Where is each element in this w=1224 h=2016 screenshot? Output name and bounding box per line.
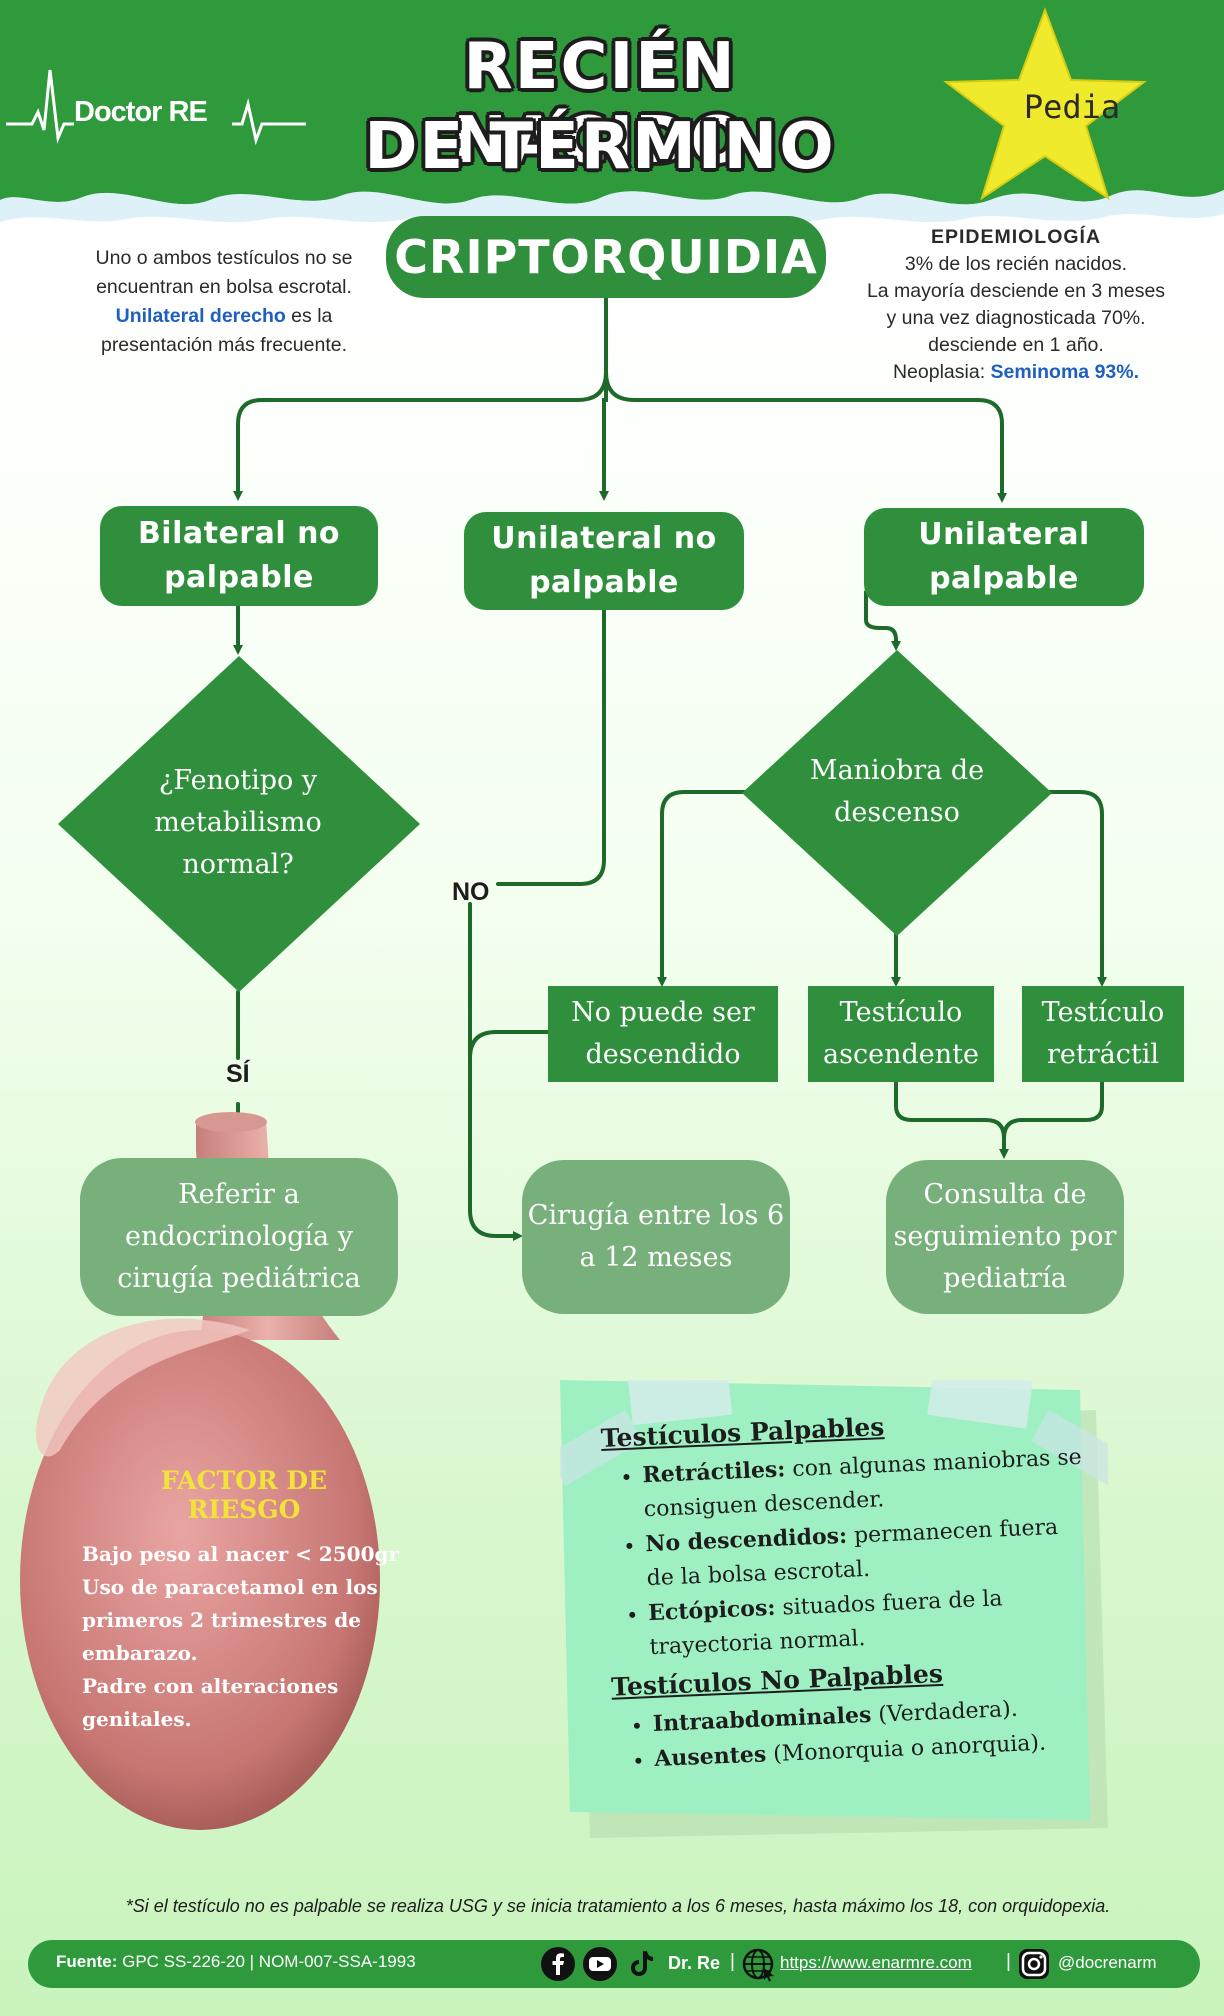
page-title-line2: DE TÉRMINO [364,110,836,184]
risk-line: primeros 2 trimestres de [82,1608,361,1632]
result-referral: Referir a endocrinología y cirugía pediátr… [80,1158,398,1316]
node-line: ¿Fenotipo y [158,765,318,796]
node-line: retráctil [1047,1039,1159,1070]
option-cannot-descend: No puede ser descendido [548,986,778,1082]
term: Ausentes [653,1741,767,1773]
result-surgery: Cirugía entre los 6 a 12 meses [522,1160,790,1314]
risk-line: Uso de paracetamol en los [82,1575,378,1599]
youtube-icon[interactable] [582,1946,618,1982]
node-line: pediatría [943,1263,1067,1294]
social-handle[interactable]: @docrenarm [1058,1953,1157,1972]
node-line: cirugía pediátrica [117,1263,361,1294]
risk-factors-list: Bajo peso al nacer < 2500gr Uso de parac… [82,1538,402,1736]
decision-diamond-phenotype [58,656,420,992]
source-citation: Fuente: GPC SS-226-20 | NOM-007-SSA-1993 [56,1952,416,1972]
node-line: palpable [164,560,314,595]
page-title-line1: RECIÉN NACIDO [453,30,747,178]
risk-line: genitales. [82,1707,192,1731]
result-follow-up: Consulta de seguimiento por pediatría [886,1160,1124,1314]
term: Intraabdominales [652,1701,872,1738]
epidemiology-line: 3% de los recién nacidos. [904,253,1128,275]
node-line: ascendente [823,1039,979,1070]
epidemiology-title: EPIDEMIOLOGÍA [930,226,1102,248]
node-line: Consulta de [923,1179,1087,1210]
website-link[interactable]: https://www.enarmre.com [780,1953,972,1972]
source-value: GPC SS-226-20 | NOM-007-SSA-1993 [117,1952,416,1971]
footer-separator: | [730,1951,735,1972]
definition-line: presentación más frecuente. [100,334,348,356]
epidemiology-box: EPIDEMIOLOGÍA 3% de los recién nacidos. … [846,224,1186,386]
note-content: Testículos Palpables Retráctiles: con al… [600,1398,1095,1779]
node-line: Maniobra de [809,755,985,786]
node-line: normal? [182,849,294,880]
node-line: Referir a [178,1179,300,1210]
term: Retráctiles: [641,1456,786,1489]
main-topic-node: CRIPTORQUIDIA [386,216,826,298]
node-line: Testículo [839,997,963,1028]
definition-highlight: Unilateral derecho [115,305,286,327]
option-ascending-testicle: Testículo ascendente [808,986,994,1082]
node-line: seguimiento por [893,1221,1117,1252]
node-line: Cirugía entre los 6 [527,1200,785,1231]
definition-text: Uno o ambos testículos no se encuentran … [64,244,384,360]
category-bilateral-no-palpable: Bilateral no palpable [100,506,378,606]
facebook-icon[interactable] [540,1946,576,1982]
brand-name: Dr. Re [668,1953,721,1973]
risk-factors-title: FACTOR DE RIESGO [160,1466,328,1524]
source-label: Fuente: [56,1952,118,1971]
decision-text-phenotype: ¿Fenotipo y metabilismo normal? [98,760,378,886]
risk-line: Bajo peso al nacer < 2500gr [82,1542,400,1566]
definition-line: Uno o ambos testículos no se [95,247,353,269]
epidemiology-line: desciende en 1 año. [928,334,1104,356]
node-line: No puede ser [571,997,755,1028]
node-line: Unilateral no [491,521,717,556]
palpable-list: Retráctiles: con algunas maniobras se co… [602,1440,1090,1667]
decision-diamond-maneuver [742,650,1052,936]
term: Ectópicos: [647,1594,776,1627]
node-line: endocrinología y [125,1221,353,1252]
node-line: Testículo [1041,997,1165,1028]
risk-line: embarazo. [82,1641,198,1665]
node-line: descenso [834,797,960,828]
edge-label-si: SÍ [226,1060,250,1088]
definition-line: encuentran en bolsa escrotal. [96,276,352,298]
heartbeat-logo-icon [6,69,306,146]
sticky-note [560,1380,1108,1838]
term: No descendidos: [644,1522,848,1558]
instagram-icon[interactable] [1016,1946,1052,1982]
globe-icon [742,1948,774,1982]
edge-label-no: NO [452,878,490,906]
node-line: palpable [929,561,1079,596]
category-unilateral-no-palpable: Unilateral no palpable [464,512,744,610]
epidemiology-line: y una vez diagnosticada 70%. [886,307,1146,329]
definition-line: es la [285,305,333,327]
node-line: descendido [585,1039,741,1070]
star-badge-icon [943,7,1147,201]
logo-text: Doctor RE [74,96,208,128]
footnote: *Si el testículo no es palpable se reali… [125,1896,1111,1916]
category-unilateral-palpable: Unilateral palpable [864,508,1144,606]
node-line: a 12 meses [579,1242,733,1273]
risk-line: Padre con alteraciones [82,1674,339,1698]
tiktok-icon[interactable] [624,1946,660,1982]
node-line: palpable [529,565,679,600]
node-line: Unilateral [918,517,1090,552]
option-retractile-testicle: Testículo retráctil [1022,986,1184,1082]
decision-text-maneuver: Maniobra de descenso [772,750,1022,834]
footer-separator: | [1006,1951,1011,1972]
section-badge: Pedia [1023,88,1121,126]
node-line: Bilateral no [137,516,341,551]
header-snow-edge [0,170,1224,223]
epidemiology-line: La mayoría desciende en 3 meses [866,280,1166,302]
neoplasia-value: Seminoma 93%. [990,361,1140,383]
node-line: metabilismo [154,807,322,838]
desc: (Monorquia o anorquia). [765,1730,1047,1768]
desc: (Verdadera). [870,1696,1019,1728]
neoplasia-label: Neoplasia: [892,361,991,383]
